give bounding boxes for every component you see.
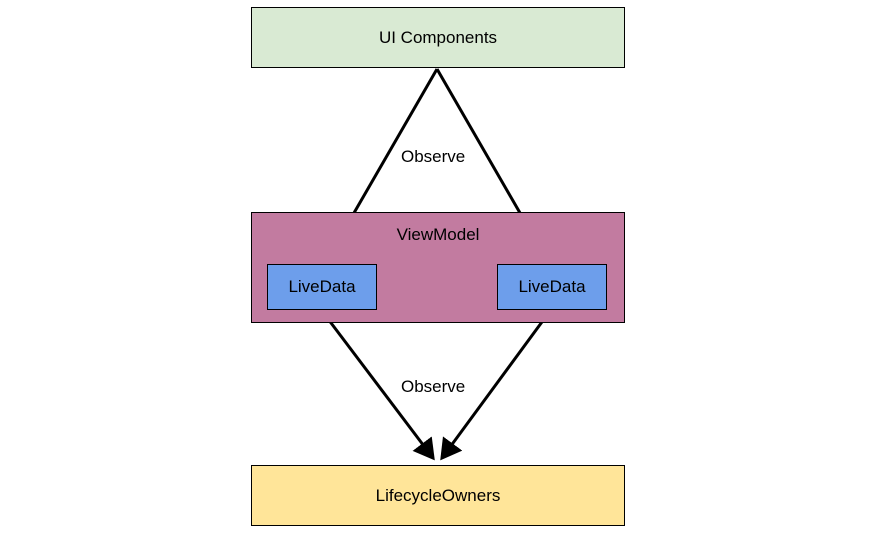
view-model-label: ViewModel	[396, 225, 480, 244]
observe-label-bottom: Observe	[401, 377, 466, 396]
observe-label-top: Observe	[401, 147, 466, 166]
lifecycle-owners-node: LifecycleOwners	[251, 465, 625, 526]
ui-components-node: UI Components	[251, 7, 625, 68]
ui-components-label: UI Components	[378, 27, 498, 47]
lifecycle-owners-label: LifecycleOwners	[375, 485, 501, 505]
live-data-left-label: LiveData	[288, 277, 356, 296]
live-data-right-label: LiveData	[518, 277, 586, 296]
live-data-right-node: LiveData	[497, 264, 607, 310]
live-data-left-node: LiveData	[267, 264, 377, 310]
